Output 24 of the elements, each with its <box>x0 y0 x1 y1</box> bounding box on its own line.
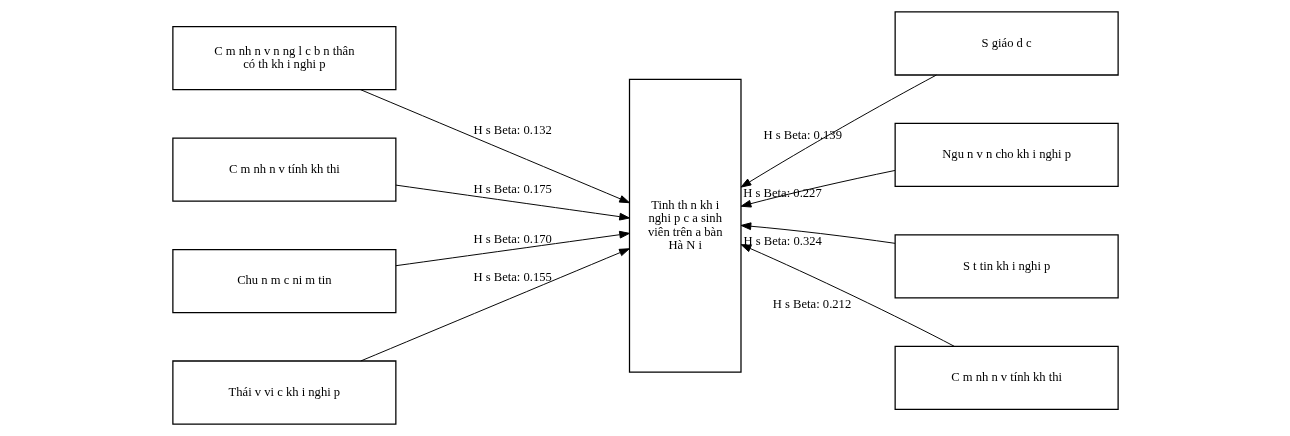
edge-label: H s Beta: 0.212 <box>772 296 851 311</box>
arrow <box>740 244 955 347</box>
arrow <box>394 184 630 221</box>
node-box: Chu n m c ni m tin <box>171 248 396 314</box>
node-box: Thái v vi c kh i nghi p <box>171 360 396 425</box>
arrow <box>359 89 630 204</box>
edge-label: H s Beta: 0.170 <box>473 231 552 246</box>
node-box: C m nh n v tính kh thi <box>171 137 396 202</box>
node-box: C m nh n v n ng l c b n thân có th kh i nghi p <box>171 25 396 91</box>
node-box: S giáo d c <box>894 11 1119 76</box>
edge-label: H s Beta: 0.227 <box>742 186 822 201</box>
arrow <box>740 222 895 244</box>
node-box: Tinh th n kh i nghi p c a sinh viên trên a bàn Hà N i <box>628 78 742 373</box>
arrow <box>359 248 630 362</box>
edge-label: H s Beta: 0.132 <box>473 123 552 138</box>
edge-label: H s Beta: 0.324 <box>742 233 822 248</box>
edge-label: H s Beta: 0.155 <box>473 270 552 285</box>
node-box: C m nh n v tính kh thi <box>894 345 1119 411</box>
node-box: Ngu n v n cho kh i nghi p <box>894 122 1119 188</box>
arrow <box>394 230 630 267</box>
arrow <box>740 74 937 188</box>
node-box: S t tin kh i nghi p <box>894 234 1119 299</box>
edge-label: H s Beta: 0.175 <box>473 182 552 197</box>
arrow <box>740 170 895 208</box>
